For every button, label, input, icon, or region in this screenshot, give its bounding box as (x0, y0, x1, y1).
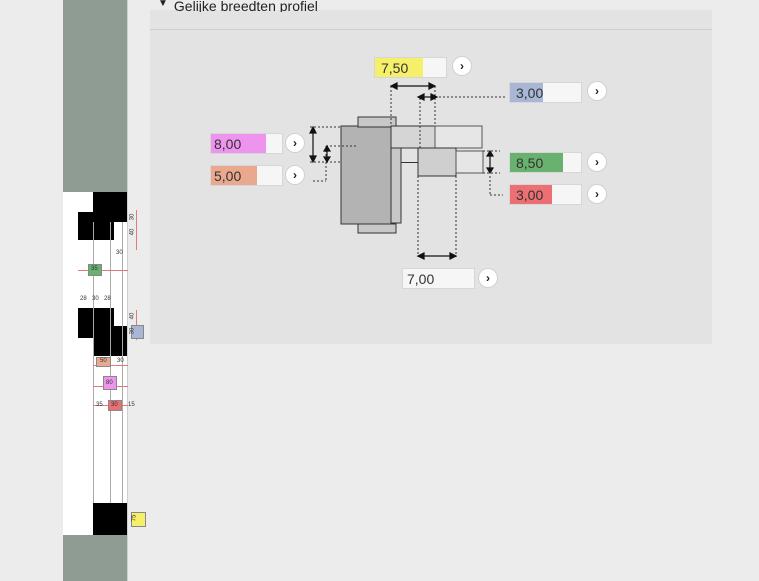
dim-line (78, 270, 128, 271)
mini-swatch-red (108, 400, 122, 411)
strip-label: 35 (96, 402, 103, 408)
top-offset-field[interactable]: 3,00 (509, 82, 582, 103)
bottom-width-field[interactable]: 7,00 (402, 268, 475, 289)
profile-block (78, 212, 114, 240)
strip-label: 30 (117, 358, 124, 364)
dim-line (136, 210, 137, 250)
strip-label: 30 (111, 402, 118, 408)
guide-line (122, 222, 123, 503)
strip-label: 28 (104, 296, 111, 302)
preview-strip-top (63, 0, 127, 192)
strip-label: 30 (116, 250, 123, 256)
panel-divider (150, 29, 712, 30)
strip-label: 30 (92, 296, 99, 302)
strip-label: 28 (80, 296, 87, 302)
chevron-right-icon[interactable]: › (453, 57, 471, 75)
strip-label: 35 (91, 266, 98, 272)
section-title: Gelijke breedten profiel (173, 0, 318, 12)
right-height-value: 8,50 (516, 155, 544, 171)
preview-strip-bottom (63, 535, 127, 581)
mini-swatch-orange (96, 357, 111, 367)
top-width-value: 7,50 (381, 60, 409, 76)
chevron-right-icon[interactable]: › (588, 153, 606, 171)
chevron-right-icon[interactable]: › (588, 185, 606, 203)
preview-strip-border (127, 0, 128, 581)
right-height-field[interactable]: 8,50 (509, 152, 582, 173)
profile-block (93, 503, 127, 535)
mini-swatch-yellow (131, 512, 146, 527)
left-upper-value: 8,00 (214, 136, 242, 152)
section-header[interactable]: ▼ Gelijke breedten profiel (158, 0, 318, 12)
strip-label: 80 (106, 380, 113, 386)
chevron-right-icon[interactable]: › (479, 269, 497, 287)
left-upper-field[interactable]: 8,00 (210, 133, 283, 154)
right-lower-field[interactable]: 3,00 (509, 184, 582, 205)
chevron-right-icon[interactable]: › (588, 82, 606, 100)
guide-line (93, 222, 94, 503)
mini-swatch-pink (103, 376, 117, 390)
chevron-down-icon[interactable]: ▼ (158, 0, 168, 9)
mini-swatch-green (88, 264, 102, 276)
top-width-field[interactable]: 7,50 (374, 57, 447, 78)
top-offset-value: 3,00 (516, 85, 544, 101)
chevron-right-icon[interactable]: › (286, 166, 304, 184)
left-lower-field[interactable]: 5,00 (210, 165, 283, 186)
chevron-right-icon[interactable]: › (286, 134, 304, 152)
mini-swatch-blue (131, 325, 144, 339)
bottom-width-value: 7,00 (407, 271, 435, 287)
preview-strip (63, 192, 127, 535)
left-lower-value: 5,00 (214, 168, 242, 184)
strip-label: 50 (100, 358, 107, 364)
strip-label: 15 (128, 402, 135, 408)
right-lower-value: 3,00 (516, 187, 544, 203)
